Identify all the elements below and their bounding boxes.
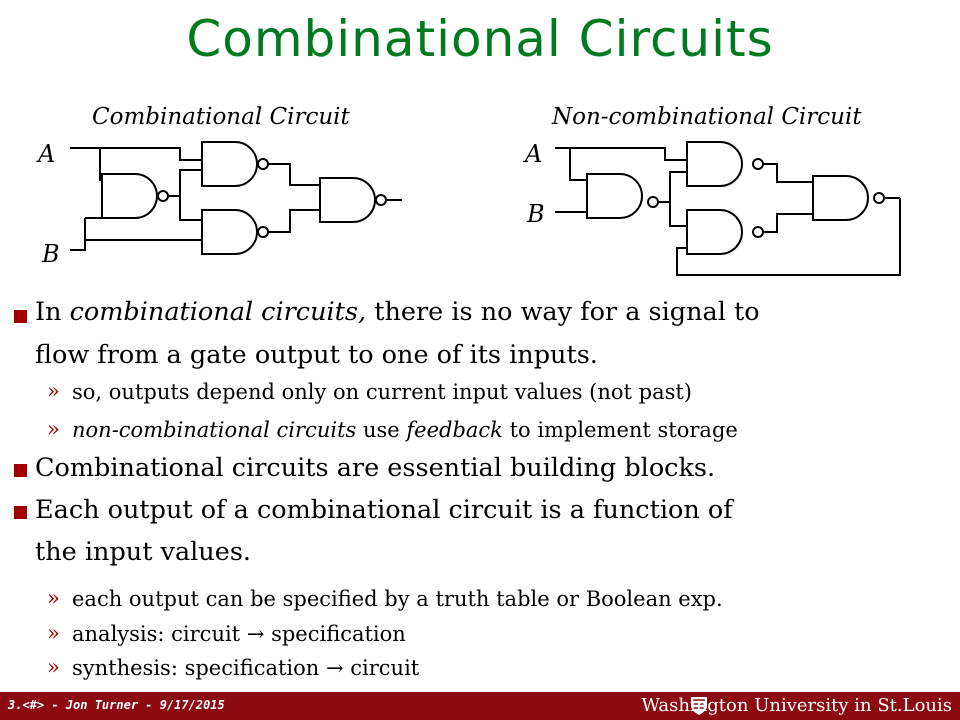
bullet-1-line-2: flow from a gate output to one of its in…: [35, 340, 598, 370]
sub-marker: »: [47, 655, 60, 679]
bullet-1-text-c: there is no way for a signal to: [366, 297, 760, 327]
left-input-b-label: B: [41, 240, 60, 268]
bullet-marker: [14, 506, 27, 519]
sub-bullet-1-2-c: feedback: [406, 418, 503, 442]
bullet-marker: [14, 464, 27, 477]
bullet-3-line-1: Each output of a combinational circuit i…: [35, 495, 733, 525]
sub-marker: »: [47, 621, 60, 645]
right-input-b-label: B: [526, 200, 545, 228]
sub-bullet-1-2-b: use: [356, 418, 407, 442]
sub-bullet-1-2: non-combinational circuits use feedback …: [72, 415, 738, 445]
bullet-marker: [14, 310, 27, 323]
bullet-1-line-1: In combinational circuits, there is no w…: [35, 294, 935, 330]
bullet-1-text-b: combinational circuits,: [69, 297, 367, 327]
bullet-1-text-a: In: [35, 297, 70, 327]
slide-title: Combinational Circuits: [186, 10, 774, 68]
combinational-diagram-label: Combinational Circuit: [92, 104, 350, 130]
bullet-2: Combinational circuits are essential bui…: [35, 453, 716, 483]
footer-bar: 3.<#> - Jon Turner - 9/17/2015 Washingto…: [0, 692, 960, 720]
sub-bullet-1-2-d: to implement storage: [502, 418, 738, 442]
university-shield-icon: [691, 697, 707, 715]
sub-marker: »: [47, 417, 60, 441]
sub-marker: »: [47, 586, 60, 610]
sub-bullet-3-2: analysis: circuit → specification: [72, 622, 406, 646]
sub-bullet-1-1: so, outputs depend only on current input…: [72, 380, 692, 404]
bullet-3-line-2: the input values.: [35, 537, 252, 567]
sub-bullet-3-1: each output can be specified by a truth …: [72, 587, 723, 611]
non-combinational-circuit-diagram: A B: [523, 140, 901, 276]
non-combinational-diagram-label: Non-combinational Circuit: [552, 104, 862, 130]
sub-bullet-1-2-a: non-combinational circuits: [72, 418, 357, 442]
left-input-a-label: A: [36, 140, 55, 168]
right-input-a-label: A: [523, 140, 542, 168]
university-name: Washington University in St.Louis: [641, 695, 952, 716]
combinational-circuit-diagram: A B: [36, 140, 402, 268]
sub-bullet-3-3: synthesis: specification → circuit: [72, 656, 420, 680]
sub-marker: »: [47, 379, 60, 403]
footer-slide-info: 3.<#> - Jon Turner - 9/17/2015: [8, 698, 225, 712]
